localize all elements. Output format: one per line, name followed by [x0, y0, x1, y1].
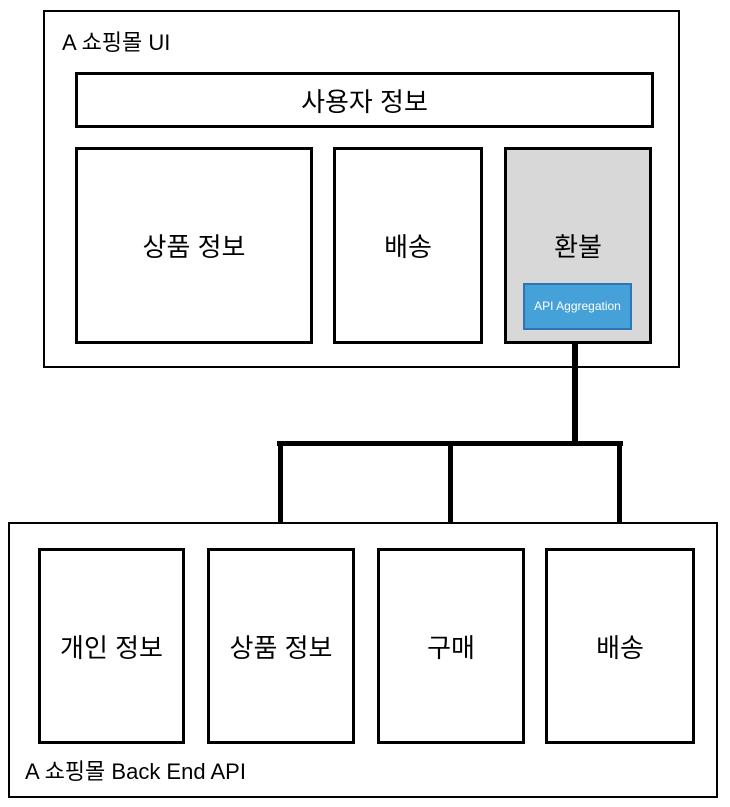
delivery-box-backend: 배송 [545, 548, 695, 744]
user-info-box: 사용자 정보 [75, 72, 654, 128]
ui-section-title: A 쇼핑몰 UI [62, 30, 171, 55]
backend-section-title: A 쇼핑몰 Back End API [25, 759, 246, 784]
api-aggregation-box: API Aggregation [523, 283, 632, 330]
product-info-box-backend: 상품 정보 [207, 548, 355, 744]
backend-section-box: 개인 정보 상품 정보 구매 배송 A 쇼핑몰 Back End API [8, 522, 718, 798]
refund-label: 환불 [554, 232, 602, 262]
product-info-label-ui: 상품 정보 [142, 232, 246, 262]
product-info-box-ui: 상품 정보 [75, 147, 313, 344]
ui-section-box: A 쇼핑몰 UI 사용자 정보 상품 정보 배송 환불 API Aggregat… [43, 10, 680, 368]
product-info-label-backend: 상품 정보 [229, 632, 333, 663]
api-aggregation-label: API Aggregation [534, 298, 621, 313]
delivery-box-ui: 배송 [333, 147, 483, 344]
personal-info-box: 개인 정보 [38, 548, 185, 744]
delivery-label-backend: 배송 [596, 632, 644, 663]
connector-stem-line [572, 342, 578, 445]
delivery-label-ui: 배송 [384, 232, 432, 262]
purchase-box: 구매 [377, 548, 525, 744]
refund-box: 환불 API Aggregation [504, 147, 652, 344]
connector-drop-line-2 [448, 441, 453, 532]
connector-drop-line-3 [617, 441, 622, 532]
connector-drop-line-1 [278, 441, 283, 532]
purchase-label: 구매 [427, 632, 475, 663]
user-info-label: 사용자 정보 [301, 86, 428, 117]
personal-info-label: 개인 정보 [60, 632, 163, 663]
